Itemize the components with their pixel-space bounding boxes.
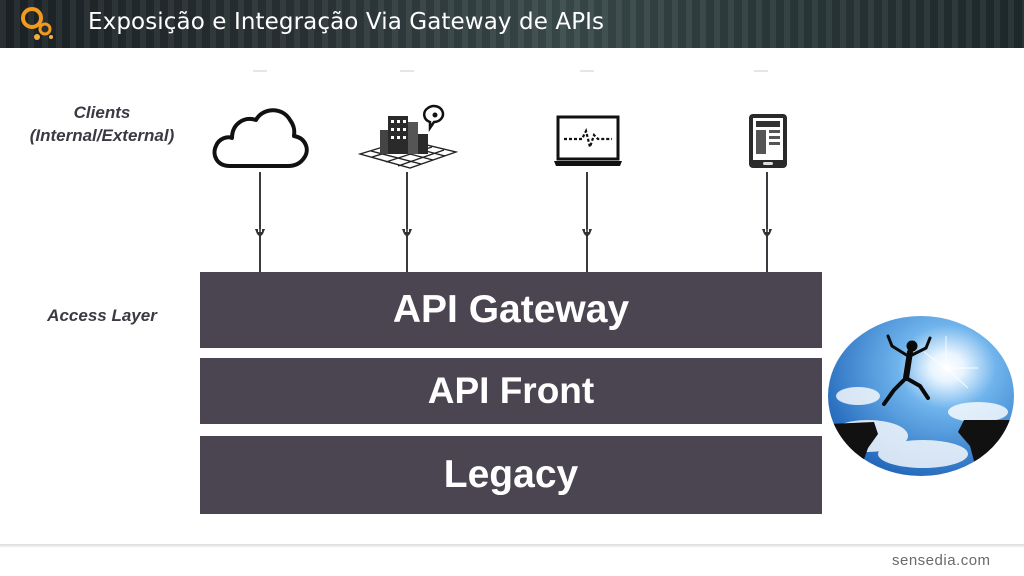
plug-icon (402, 229, 412, 237)
legacy-layer: Legacy (200, 436, 822, 514)
clients-label-line2: (Internal/External) (29, 126, 175, 145)
slide-title: Exposição e Integração Via Gateway de AP… (88, 9, 605, 35)
connector-line (406, 172, 408, 272)
decor-tick (253, 70, 267, 72)
legacy-label: Legacy (443, 453, 579, 496)
plug-icon (255, 229, 265, 237)
api-front-label: API Front (427, 370, 595, 411)
decor-tick (580, 70, 594, 72)
decor-tick (754, 70, 768, 72)
header-texture (0, 0, 1024, 48)
api-front-layer: API Front (200, 358, 822, 424)
decor-tick (400, 70, 414, 72)
clients-label-line1: Clients (73, 103, 131, 122)
laptop-monitor-icon (554, 115, 622, 166)
slide-header: Exposição e Integração Via Gateway de AP… (0, 0, 1024, 48)
connector-line (586, 172, 588, 272)
access-layer-label: Access Layer (47, 306, 157, 325)
connector-line (766, 172, 768, 272)
tablet-icon (749, 114, 787, 168)
bubbles-logo-icon (21, 7, 53, 40)
footer-divider (0, 544, 1024, 547)
brand-footer-text: sensedia.com (892, 552, 991, 569)
building-chat-icon (358, 104, 458, 169)
plug-icon (582, 229, 592, 237)
leaping-man-photo (828, 316, 1014, 476)
connector-line (259, 172, 261, 272)
clients-label: Clients (Internal/External) (20, 101, 184, 147)
api-gateway-layer: API Gateway (200, 272, 822, 348)
plug-icon (762, 229, 772, 237)
cloud-icon (212, 108, 309, 168)
api-gateway-label: API Gateway (392, 288, 630, 331)
